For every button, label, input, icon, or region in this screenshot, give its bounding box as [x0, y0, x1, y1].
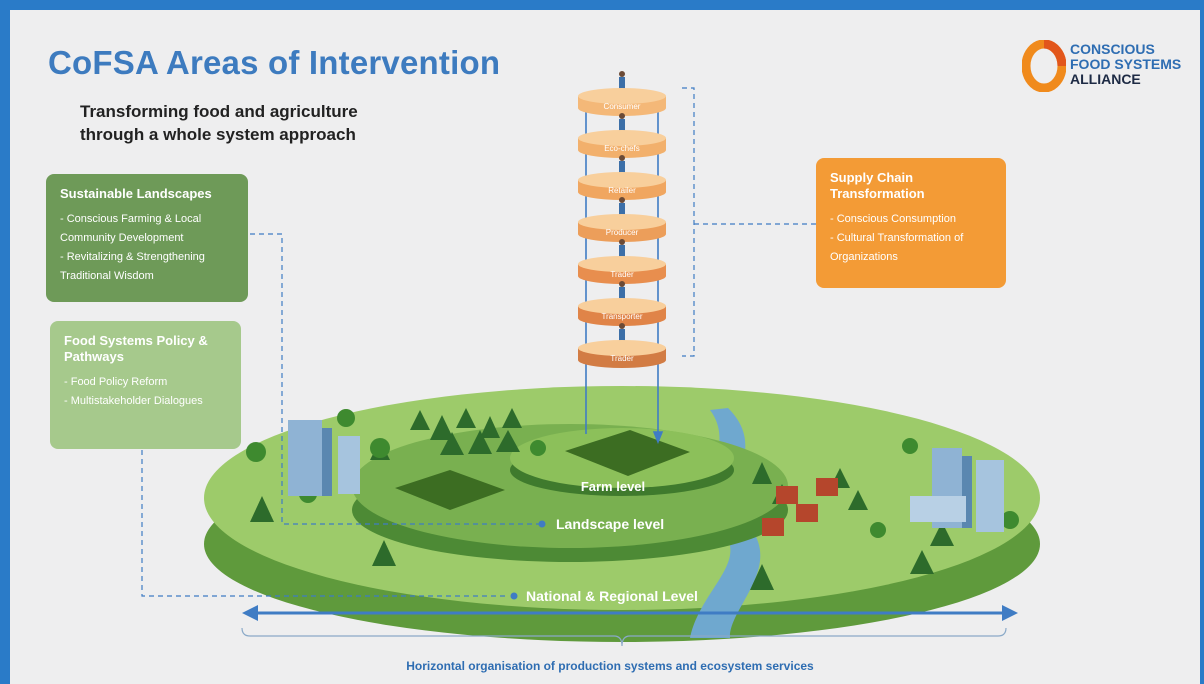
chain-disc: Consumer: [578, 88, 666, 116]
card-title: Supply Chain Transformation: [830, 170, 925, 201]
horizontal-axis-caption: Horizontal organisation of production sy…: [406, 659, 814, 673]
farm-level-label: Farm level: [581, 479, 645, 494]
list-item: - Revitalizing & Strengthening Tradition…: [60, 251, 205, 282]
national-level-label: National & Regional Level: [526, 588, 698, 604]
slide: CoFSA Areas of Intervention Transforming…: [10, 10, 1200, 684]
landscape-plot: [395, 470, 505, 510]
list-item: - Food Policy Reform: [64, 376, 168, 388]
horizontal-double-arrow: [242, 605, 1018, 621]
list-item: - Conscious Farming & Local Community De…: [60, 213, 202, 244]
chain-label: Trader: [610, 270, 634, 279]
chain-disc: Trader: [578, 256, 666, 284]
list-item: - Conscious Consumption: [830, 213, 956, 225]
chain-label: Eco-chefs: [604, 144, 640, 153]
supply-chain-stack: ConsumerEco-chefsRetailerProducerTraderT…: [578, 71, 666, 368]
horizontal-brace: [241, 627, 1007, 647]
food-policy-card: Food Systems Policy & Pathways - Food Po…: [50, 321, 241, 449]
left-city: [288, 420, 360, 496]
person-icon: [619, 197, 625, 217]
card-list: - Food Policy Reform - Multistakeholder …: [64, 373, 227, 411]
chain-label: Trader: [610, 354, 634, 363]
chain-label: Producer: [606, 228, 639, 237]
chain-disc: Eco-chefs: [578, 130, 666, 158]
dashed-connectors: [141, 87, 816, 597]
logo-line-1: CONSCIOUS: [1070, 41, 1155, 57]
logo-wordmark: CONSCIOUS FOOD SYSTEMS ALLIANCE: [1070, 42, 1181, 87]
person-icon: [619, 281, 625, 301]
card-list: - Conscious Farming & Local Community De…: [60, 210, 234, 286]
person-icon: [619, 323, 625, 343]
person-icon: [619, 113, 625, 133]
card-title: Sustainable Landscapes: [60, 186, 212, 201]
chain-disc: Trader: [578, 340, 666, 368]
list-item: - Multistakeholder Dialogues: [64, 395, 203, 407]
page-subtitle: Transforming food and agriculture throug…: [80, 102, 358, 144]
chain-label: Transporter: [601, 312, 642, 321]
chain-label: Consumer: [604, 102, 641, 111]
card-title: Food Systems Policy & Pathways: [64, 333, 208, 364]
person-icon: [619, 239, 625, 259]
chain-label: Retailer: [608, 186, 636, 195]
chain-disc: Producer: [578, 214, 666, 242]
intervention-diagram: ConsumerEco-chefsRetailerProducerTraderT…: [141, 71, 1040, 647]
right-city: [910, 448, 1004, 532]
landscape-level-label: Landscape level: [556, 516, 664, 532]
person-icon: [619, 71, 625, 91]
chain-disc: Transporter: [578, 298, 666, 326]
sustainable-landscapes-card: Sustainable Landscapes - Conscious Farmi…: [46, 174, 248, 302]
logo-ring-icon: [1022, 40, 1066, 92]
list-item: - Cultural Transformation of Organizatio…: [830, 232, 964, 263]
logo-line-3: ALLIANCE: [1070, 71, 1141, 87]
national-dot: [510, 592, 518, 600]
landscape-dot: [538, 520, 546, 528]
page-title: CoFSA Areas of Intervention: [48, 44, 501, 81]
supply-chain-card: Supply Chain Transformation - Conscious …: [816, 158, 1006, 288]
logo-line-2: FOOD SYSTEMS: [1070, 56, 1182, 72]
chain-disc: Retailer: [578, 172, 666, 200]
card-list: - Conscious Consumption - Cultural Trans…: [830, 210, 992, 267]
person-icon: [619, 155, 625, 175]
village-houses: [762, 478, 838, 536]
cofsa-logo: CONSCIOUS FOOD SYSTEMS ALLIANCE: [1022, 38, 1192, 94]
